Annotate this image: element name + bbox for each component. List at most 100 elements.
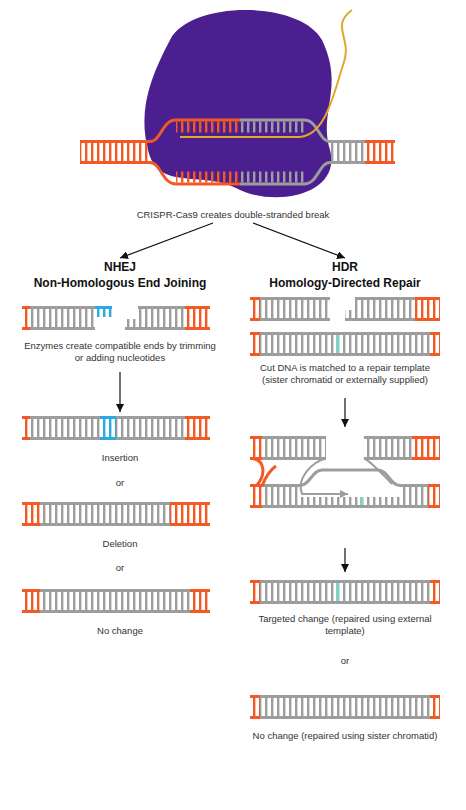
dna-illustration-part [250, 353, 260, 356]
dna-illustration-part [260, 318, 330, 321]
dna-illustration-part [250, 459, 276, 487]
dna-illustration-part [412, 436, 440, 439]
dna-illustration-part [40, 502, 170, 505]
dna-illustration-part [262, 505, 300, 508]
dna-illustration-part [260, 335, 430, 353]
dna-illustration-part [262, 436, 326, 439]
diagram-node: HDRHomology-Directed Repair [245, 258, 445, 296]
dna-illustration-part [22, 419, 30, 437]
dna-illustration-part [190, 589, 210, 592]
dna-illustration-part [30, 419, 100, 437]
dna-illustration-part [138, 327, 185, 330]
flow-arrow [120, 223, 213, 258]
targeted-change-dna [250, 580, 440, 604]
dna-illustration-part [22, 327, 30, 330]
or-label: or [116, 562, 124, 574]
dna-illustration-part [400, 487, 428, 505]
dna-illustration-part [176, 172, 240, 183]
dna-illustration-part [22, 610, 40, 613]
dna-illustration-part [260, 583, 430, 601]
dna-illustration-part [22, 437, 30, 440]
dna-illustration-part [250, 505, 262, 508]
dna-illustration-part [30, 309, 95, 327]
dna-illustration-part [30, 327, 95, 330]
dna-illustration-part [360, 497, 363, 505]
flow-arrow [253, 223, 345, 258]
dna-illustration-part [262, 457, 326, 460]
dna-illustration-part [22, 309, 30, 327]
dna-illustration-part [364, 457, 412, 460]
dna-illustration-part [185, 416, 210, 419]
deletion-dna [22, 502, 210, 526]
step-arrow [344, 548, 345, 572]
diagram-node: Deletion [15, 498, 225, 554]
dna-illustration-part [260, 297, 330, 300]
diagram-node: Insertion [15, 412, 225, 468]
dna-illustration-part [80, 140, 150, 143]
dna-illustration-part [30, 437, 100, 440]
dna-illustration-part [250, 698, 260, 716]
strand-invasion [250, 459, 400, 495]
dna-illustration-part [170, 505, 210, 523]
dna-illustration-part [240, 122, 304, 133]
dna-illustration-part [365, 143, 395, 161]
diagram-node: Cut DNA is matched to a repair template … [240, 292, 450, 396]
dna-illustration-part [250, 716, 260, 719]
dna-illustration-part [428, 484, 440, 487]
dna-illustration-part [30, 416, 100, 419]
dna-illustration-part [170, 502, 210, 505]
dna-illustration-part [185, 327, 210, 330]
dna-illustration-part [400, 484, 428, 487]
dna-illustration-part [336, 583, 339, 601]
dna-illustration-part [412, 439, 440, 457]
dna-illustration-part [138, 309, 185, 327]
dna-illustration-part [40, 592, 190, 610]
dna-illustration-part [355, 318, 415, 321]
dna-illustration-part [250, 580, 260, 583]
dna-illustration-part [364, 436, 412, 439]
dna-illustration-part [415, 318, 440, 321]
dna-illustration-part [22, 592, 40, 610]
caption-text: CRISPR-Cas9 creates double-stranded brea… [66, 209, 400, 221]
repair-template-dna [250, 332, 440, 356]
template-dna [250, 484, 440, 508]
dna-illustration-part [262, 439, 326, 457]
unchanged-dna [22, 589, 210, 613]
diagram-node: No change (repaired using sister chromat… [240, 680, 450, 770]
dna-illustration-part [116, 437, 185, 440]
dna-illustration-part [260, 300, 330, 318]
caption-text: Cut DNA is matched to a repair template … [246, 362, 444, 386]
dna-illustration-part [355, 300, 415, 318]
dna-illustration-part [250, 436, 262, 439]
caption-text: No change [21, 625, 219, 637]
dna-illustration-part [22, 416, 30, 419]
dna-illustration-part [260, 601, 430, 604]
dna-illustration-part [22, 523, 40, 526]
dna-illustration-part [364, 439, 412, 457]
heading-text: HDR [251, 260, 439, 275]
diagram-node: Targeted change (repaired using external… [240, 575, 450, 647]
dna-illustration-part [430, 695, 440, 698]
or-label: or [341, 655, 349, 667]
dna-illustration-part [185, 306, 210, 309]
dna-illustration-part [415, 297, 440, 300]
dna-illustration-part [301, 459, 348, 495]
heading-text: NHEJ [26, 260, 214, 275]
dna-illustration-part [138, 306, 185, 309]
dna-illustration-part [330, 143, 365, 161]
dna-illustration-part [150, 120, 240, 142]
cas9-dna [80, 10, 395, 184]
dna-illustration-part [40, 589, 190, 592]
dna-illustration-part [185, 419, 210, 437]
heading-text: Non-Homologous End Joining [26, 276, 214, 291]
dna-illustration-part [300, 497, 400, 505]
dna-illustration-part [415, 300, 440, 318]
dna-illustration-part [260, 716, 430, 719]
insertion-dna [22, 416, 210, 440]
dna-illustration-part [116, 416, 185, 419]
dna-illustration-part [365, 161, 395, 164]
caption-text: Deletion [21, 538, 219, 550]
dna-illustration-part [125, 319, 138, 327]
dna-illustration-part [100, 419, 116, 437]
